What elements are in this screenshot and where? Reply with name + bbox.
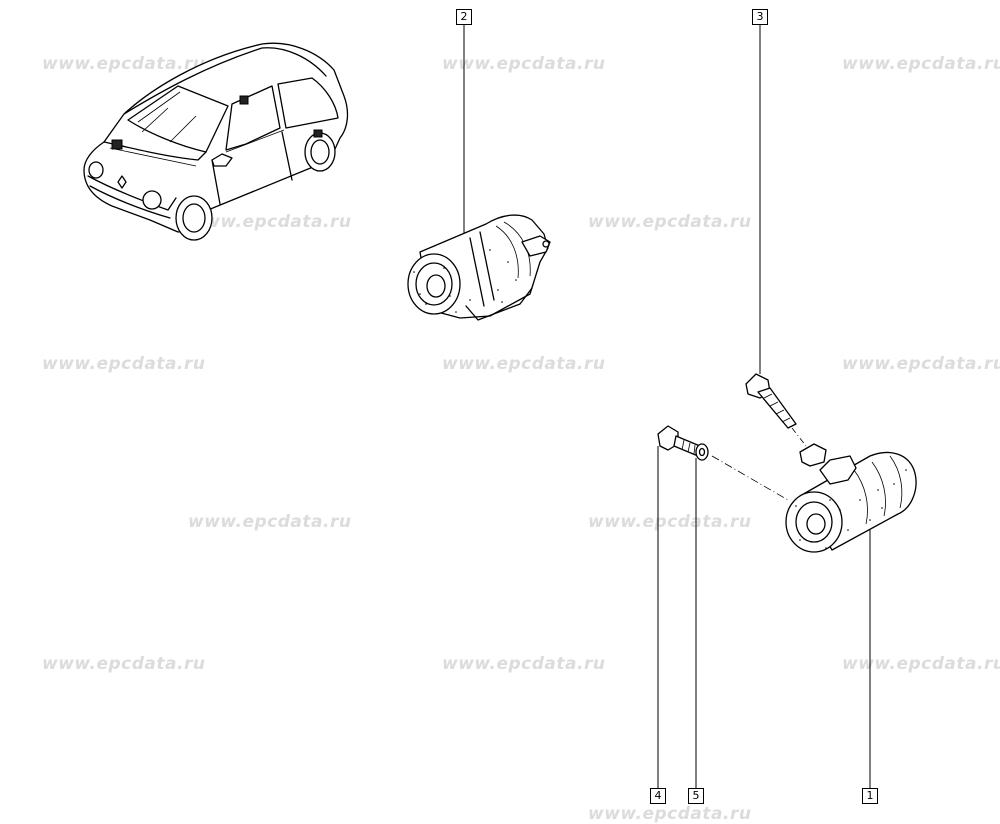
watermark: www.epcdata.ru [588, 512, 752, 532]
watermark: www.epcdata.ru [588, 804, 752, 824]
watermark: www.epcdata.ru [442, 654, 606, 674]
part-5-washer [695, 443, 789, 788]
watermark: www.epcdata.ru [842, 54, 1000, 74]
watermark: www.epcdata.ru [42, 654, 206, 674]
callout-part-4[interactable]: 4 [650, 788, 666, 804]
part-1-wheel-cylinder [785, 443, 917, 788]
watermark: www.epcdata.ru [42, 54, 206, 74]
part-3-bleed-screw [745, 24, 807, 447]
part-2-brake-cylinder-assembly [407, 24, 551, 321]
watermark: www.epcdata.ru [442, 354, 606, 374]
watermark: www.epcdata.ru [842, 654, 1000, 674]
callout-part-2[interactable]: 2 [456, 9, 472, 25]
callout-part-5[interactable]: 5 [688, 788, 704, 804]
watermark: www.epcdata.ru [188, 212, 352, 232]
callout-part-1[interactable]: 1 [862, 788, 878, 804]
part-4-bolt [657, 425, 701, 788]
car-illustration [83, 42, 349, 241]
watermark: www.epcdata.ru [588, 212, 752, 232]
watermark: www.epcdata.ru [842, 354, 1000, 374]
watermark: www.epcdata.ru [188, 512, 352, 532]
watermark: www.epcdata.ru [442, 54, 606, 74]
callout-part-3[interactable]: 3 [752, 9, 768, 25]
watermark: www.epcdata.ru [42, 354, 206, 374]
